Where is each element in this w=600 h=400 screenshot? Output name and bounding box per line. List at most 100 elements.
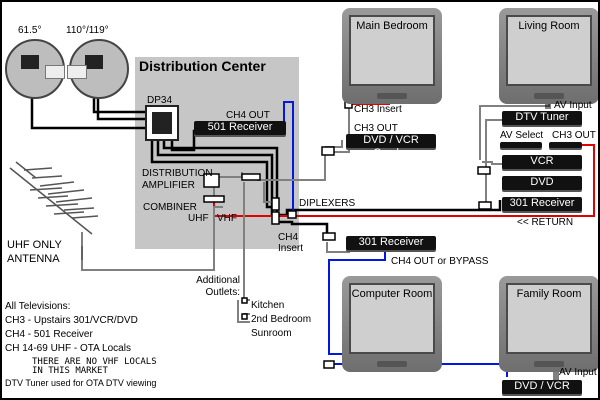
outlet-2nd-bedroom: 2nd Bedroom (251, 314, 312, 325)
room-name-main-bedroom: Main Bedroom (356, 20, 428, 32)
diplexer-1 (271, 197, 280, 211)
cable-computer-gray (326, 242, 350, 253)
av-input-lines-family (553, 372, 559, 380)
dish-logo-icon (21, 55, 39, 69)
family-av-input: AV Input (559, 367, 597, 378)
av-select-label: AV Select (500, 130, 544, 141)
receiver-501: 501 Receiver (194, 121, 286, 135)
tv-control-icon (377, 361, 407, 367)
tv-control-icon (377, 93, 407, 99)
computer-splitter (322, 232, 336, 241)
dish-label-61: 61.5° (18, 25, 42, 36)
lnb-icon (67, 65, 87, 79)
cable-switch-to-diplexer1 (150, 141, 277, 209)
outlets-label-2: Outlets: (205, 287, 240, 298)
combiner-label: COMBINER (143, 202, 197, 213)
room-name-family-room: Family Room (516, 288, 582, 300)
outlet-kitchen: Kitchen (251, 300, 285, 311)
cable-amp-out (217, 172, 243, 178)
living-ch3-out: CH3 OUT (552, 130, 596, 141)
dp34-switch-icon (145, 105, 179, 141)
dtv-tuner: DTV Tuner (502, 111, 582, 125)
diplexer-2 (271, 211, 280, 225)
legend-footer: DTV Tuner used for OTA DTV viewing (5, 378, 157, 388)
lnb-icon (45, 65, 65, 79)
splitter-box (241, 173, 261, 181)
antenna-label-1: UHF ONLY (7, 239, 62, 251)
outlet-tap-2 (241, 313, 248, 320)
dtv-tuner-label: DTV Tuner (515, 111, 569, 123)
outlets-label-1: Additional (196, 275, 240, 286)
distribution-center-title: Distribution Center (139, 58, 266, 74)
ch4-insert-label-2: Insert (278, 243, 304, 254)
living-splitter-2 (478, 201, 492, 210)
amplifier-label-2: AMPLIFIER (142, 180, 195, 191)
living-av-input: AV Input (554, 100, 592, 111)
bedroom-splitter (321, 146, 335, 156)
cable-switch-to-computer (162, 141, 329, 234)
cable-antenna-gray (81, 206, 223, 271)
ch4-insert-label-1: CH4 (278, 232, 299, 243)
ch4-out-or: or (437, 256, 447, 267)
cable-dish1-to-switch (30, 97, 145, 130)
satellite-dish-61 (5, 39, 65, 99)
cable-splitter-to-living (263, 182, 272, 203)
tv-computer-room: Computer Room (342, 276, 442, 372)
legend-line-ch4: CH4 - 501 Receiver (5, 329, 93, 340)
dvd: DVD (502, 176, 582, 190)
cable-bedroom-combo (325, 140, 343, 148)
computer-301-receiver-label: 301 Receiver (358, 236, 424, 248)
dvd-vcr-combo: DVD / VCR Combo (346, 134, 436, 159)
computer-room-splitter (323, 360, 335, 369)
dvd-vcr-combo-label: DVD / VCR Combo (363, 134, 419, 159)
main-bedroom-ch3-out: CH3 OUT (354, 123, 398, 134)
av-selector (500, 142, 542, 148)
tv-family-room: Family Room (499, 276, 598, 372)
cable-dish2a-to-switch (92, 97, 145, 114)
legend-note-2: IN THIS MARKET (32, 366, 108, 376)
ch3-modulator (549, 142, 582, 148)
antenna-drawing (9, 161, 99, 260)
distribution-amplifier-box (203, 173, 220, 188)
legend-title: All Televisions: (5, 301, 71, 312)
tv-main-bedroom: Main Bedroom (342, 8, 442, 104)
room-name-computer-room: Computer Room (351, 288, 433, 300)
dish-logo-icon (85, 55, 103, 69)
ch4-insert-box (287, 210, 297, 219)
ch4-out-bypass: BYPASS (449, 256, 489, 267)
outlet-sunroom: Sunroom (251, 328, 292, 339)
legend-line-ch3: CH3 - Upstairs 301/VCR/DVD (5, 315, 138, 326)
dvd-label: DVD (530, 176, 554, 188)
family-dvd-vcr-label: DVD / VCR (514, 380, 570, 392)
tv-control-icon (534, 361, 564, 367)
switch-label: DP34 (147, 95, 173, 106)
ch4-out-label: CH4 OUT (226, 110, 270, 121)
cable-living-gray3 (482, 161, 502, 165)
living-301-receiver-label: 301 Receiver (509, 197, 575, 209)
family-dvd-vcr: DVD / VCR (502, 380, 582, 394)
uhf-label: UHF (188, 213, 209, 224)
legend-line-uhf: CH 14-69 UHF - OTA Locals (5, 343, 131, 354)
vcr: VCR (502, 155, 582, 169)
vhf-label: VHF (217, 213, 237, 224)
combiner-box (203, 195, 225, 203)
ch3-insert-label: CH3 Insert (354, 104, 402, 115)
legend-note-1: THERE ARE NO VHF LOCALS (32, 357, 157, 367)
diplexers-label: DIPLEXERS (299, 198, 356, 209)
tv-control-icon (534, 93, 564, 99)
living-splitter-1 (477, 166, 491, 175)
satellite-dish-110-119 (67, 39, 129, 99)
room-name-living-room: Living Room (518, 20, 580, 32)
return-label: << RETURN (517, 217, 574, 228)
tv-living-room: Living Room (499, 8, 598, 104)
vcr-label: VCR (530, 155, 554, 167)
computer-ch4-out: CH4 OUT or BYPASS (391, 256, 488, 267)
antenna-label-2: ANTENNA (7, 253, 60, 265)
cable-dish2b-to-switch (96, 97, 145, 121)
outlet-tap-1 (241, 297, 248, 304)
living-301-receiver: 301 Receiver (502, 197, 582, 211)
receiver-501-label: 501 Receiver (207, 121, 273, 133)
amplifier-label-1: DISTRIBUTION (142, 168, 213, 179)
computer-301-receiver: 301 Receiver (346, 236, 436, 250)
